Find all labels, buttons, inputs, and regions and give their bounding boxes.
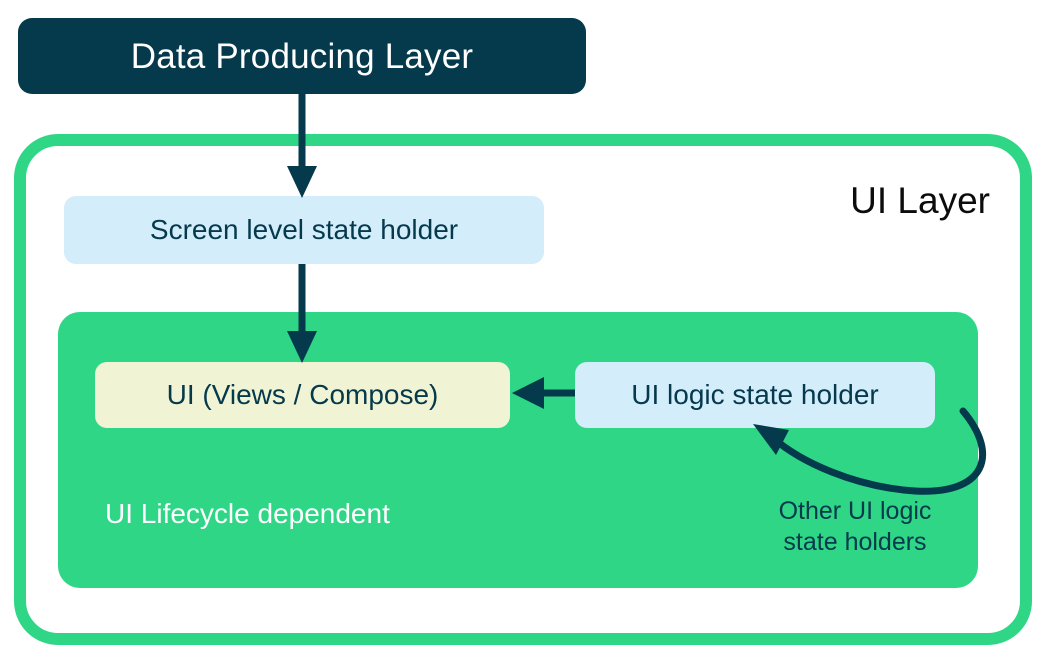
data-producing-layer-box: Data Producing Layer	[18, 18, 586, 94]
ui-logic-state-holder-box: UI logic state holder	[575, 362, 935, 428]
ui-layer-title: UI Layer	[850, 180, 990, 221]
screen-level-state-holder-label: Screen level state holder	[149, 214, 459, 245]
ui-layer-container	[14, 134, 1032, 645]
other-ui-logic-state-holders-line1: Other UI logic	[778, 497, 932, 525]
ui-views-compose-box: UI (Views / Compose)	[95, 362, 510, 428]
other-ui-logic-state-holders-caption: Other UI logic state holders	[745, 496, 965, 559]
data-producing-layer-label: Data Producing Layer	[130, 36, 474, 76]
ui-logic-state-holder-label: UI logic state holder	[631, 379, 879, 410]
ui-lifecycle-dependent-label: UI Lifecycle dependent	[105, 498, 390, 529]
screen-level-state-holder-box: Screen level state holder	[64, 196, 544, 264]
ui-views-compose-label: UI (Views / Compose)	[166, 379, 439, 410]
other-ui-logic-state-holders-line2: state holders	[783, 528, 927, 557]
